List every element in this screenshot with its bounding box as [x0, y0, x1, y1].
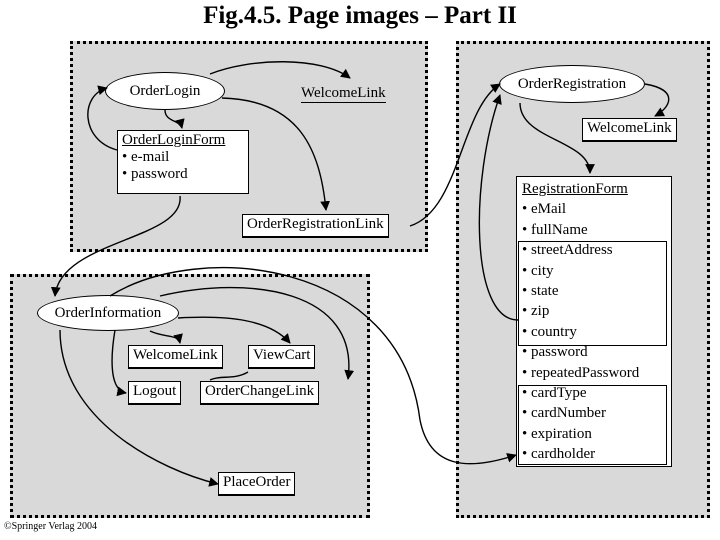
reg-field-street-address: • streetAddress [522, 242, 613, 259]
arrow-login-to-welcome [209, 61, 351, 79]
arrow-form-to-information [50, 195, 181, 297]
order-registration-node: OrderRegistration [499, 65, 645, 103]
order-registration-label: OrderRegistration [517, 75, 627, 92]
reg-field-fullname: • fullName [522, 221, 588, 238]
reg-field-password: • password [522, 344, 588, 361]
reg-field-card-number: • cardNumber [522, 405, 606, 422]
login-field-email: • e-mail [122, 149, 170, 165]
copyright-notice: ©Springer Verlag 2004 [4, 521, 97, 532]
view-cart-link[interactable]: ViewCart [248, 345, 316, 369]
order-information-label: OrderInformation [54, 304, 162, 321]
arrow-registration-to-welcome [644, 83, 670, 117]
arrow-information-to-logout [111, 329, 127, 397]
reg-field-card-type: • cardType [522, 385, 587, 402]
login-field-password: • password [122, 166, 188, 182]
order-change-link[interactable]: OrderChangeLink [200, 381, 320, 405]
reg-field-state: • state [522, 283, 559, 300]
arrow-form-to-login [87, 85, 118, 151]
arrow-address-to-registration [478, 94, 519, 321]
reg-field-expiration: • expiration [522, 425, 592, 442]
address-subgroup [518, 241, 667, 346]
order-information-node: OrderInformation [37, 295, 179, 331]
figure-title: Fig.4.5. Page images – Part II [203, 2, 517, 29]
arrow-viewcart-loop [209, 371, 249, 381]
reg-field-city: • city [522, 262, 554, 279]
reg-field-zip: • zip [522, 303, 550, 320]
welcome-link-information[interactable]: WelcomeLink [128, 345, 223, 369]
logout-link[interactable]: Logout [128, 381, 182, 405]
order-login-label: OrderLogin [129, 82, 201, 99]
order-login-form-title: OrderLoginForm [122, 132, 226, 148]
place-order-link[interactable]: PlaceOrder [218, 472, 296, 496]
order-login-form: OrderLoginForm • e-mail • password [117, 130, 249, 194]
reg-field-repeated-password: • repeatedPassword [522, 364, 640, 381]
arrow-information-to-orderchange [159, 286, 355, 380]
arrow-information-to-viewcart [177, 316, 291, 344]
card-subgroup [518, 385, 667, 465]
arrow-information-to-placeorder [59, 329, 219, 487]
registration-form-title: RegistrationForm [522, 181, 628, 197]
registration-form: RegistrationForm • eMail • fullName • st… [516, 176, 672, 467]
order-login-node: OrderLogin [105, 72, 225, 110]
arrow-information-to-regform [109, 266, 517, 465]
order-registration-link[interactable]: OrderRegistrationLink [242, 214, 389, 238]
arrow-registration-to-form [519, 102, 595, 174]
welcome-link-registration[interactable]: WelcomeLink [582, 118, 677, 142]
arrow-information-to-welcome [149, 330, 183, 344]
reg-field-cardholder: • cardholder [522, 446, 596, 463]
arrow-login-to-form [164, 109, 185, 129]
arrow-login-to-reglink [221, 97, 330, 211]
welcome-link-login[interactable]: WelcomeLink [301, 85, 386, 103]
arrow-reglink-to-registration [409, 83, 501, 227]
reg-field-country: • country [522, 323, 577, 340]
reg-field-email: • eMail [522, 201, 566, 218]
